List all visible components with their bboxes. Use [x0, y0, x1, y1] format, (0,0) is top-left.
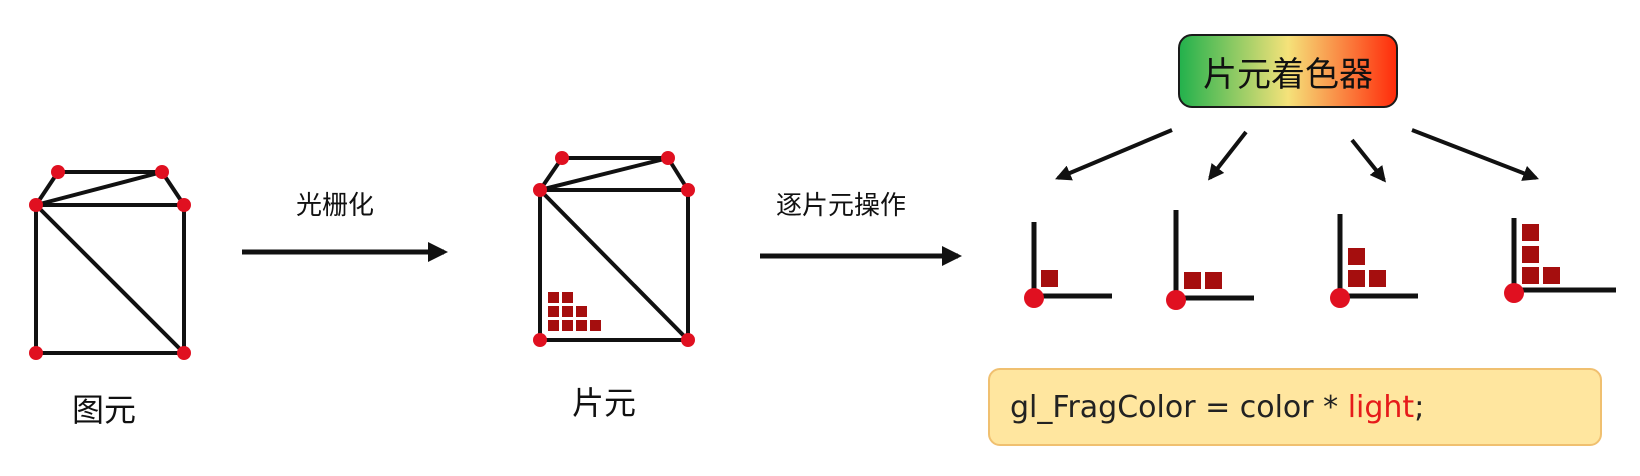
vertex: [29, 198, 43, 212]
fragment-square: [1522, 267, 1539, 284]
fragment-square: [1184, 272, 1201, 289]
vertex: [533, 183, 547, 197]
rasterization-label: 光栅化: [296, 191, 375, 221]
fragment-square: [562, 306, 573, 317]
shader-output-arrows: [1055, 128, 1539, 183]
fragment-square: [548, 320, 559, 331]
fragment-square: [576, 306, 587, 317]
code-snippet: gl_FragColor = color * light;: [988, 368, 1602, 446]
primitive-mesh: [34, 170, 186, 355]
vertex: [661, 151, 675, 165]
vertex: [177, 198, 191, 212]
fragment-mesh: [538, 156, 690, 342]
output-arrow: [1055, 128, 1173, 181]
output-arrow: [1350, 138, 1386, 183]
primitive-label: 图元: [72, 391, 137, 429]
vertex: [1504, 283, 1524, 303]
fragment-square: [1348, 248, 1365, 265]
fragment-square: [1348, 270, 1365, 287]
vertex: [177, 346, 191, 360]
vertex: [681, 183, 695, 197]
vertex: [1024, 288, 1044, 308]
vertex: [533, 333, 547, 347]
fragment-square: [548, 292, 559, 303]
vertex: [51, 165, 65, 179]
vertex: [29, 346, 43, 360]
output-arrow: [1208, 130, 1248, 181]
vertex: [1330, 288, 1350, 308]
vertex: [681, 333, 695, 347]
vertex: [155, 165, 169, 179]
output-plot-2: [1166, 210, 1254, 310]
fragment-square: [1041, 270, 1058, 287]
output-arrow: [1411, 128, 1539, 181]
fragment-square: [1543, 267, 1560, 284]
output-plot-1: [1024, 222, 1112, 308]
fragment-squares: [548, 292, 601, 331]
fragment-square: [1369, 270, 1386, 287]
shader-box-fill: [1179, 35, 1397, 107]
fragment-square: [590, 320, 601, 331]
fragment-square: [562, 292, 573, 303]
code-highlight: light: [1347, 389, 1415, 425]
code-prefix: gl_FragColor = color *: [1010, 389, 1348, 425]
output-plot-4: [1504, 218, 1616, 303]
fragment-shader-title: 片元着色器: [1203, 54, 1373, 95]
vertex: [1166, 290, 1186, 310]
output-plot-3: [1330, 214, 1418, 308]
fragment-square: [562, 320, 573, 331]
fragment-square: [548, 306, 559, 317]
fragment-shader-box: 片元着色器: [1178, 34, 1398, 108]
fragment-square: [576, 320, 587, 331]
fragment-square: [1522, 246, 1539, 263]
fragment-square: [1522, 224, 1539, 241]
fragment-label: 片元: [572, 384, 637, 422]
vertex: [555, 151, 569, 165]
per-fragment-ops-label: 逐片元操作: [776, 191, 907, 221]
fragment-square: [1205, 272, 1222, 289]
primitive-vertices: [29, 165, 191, 360]
code-suffix: ;: [1414, 389, 1425, 425]
fragment-vertices: [533, 151, 695, 347]
